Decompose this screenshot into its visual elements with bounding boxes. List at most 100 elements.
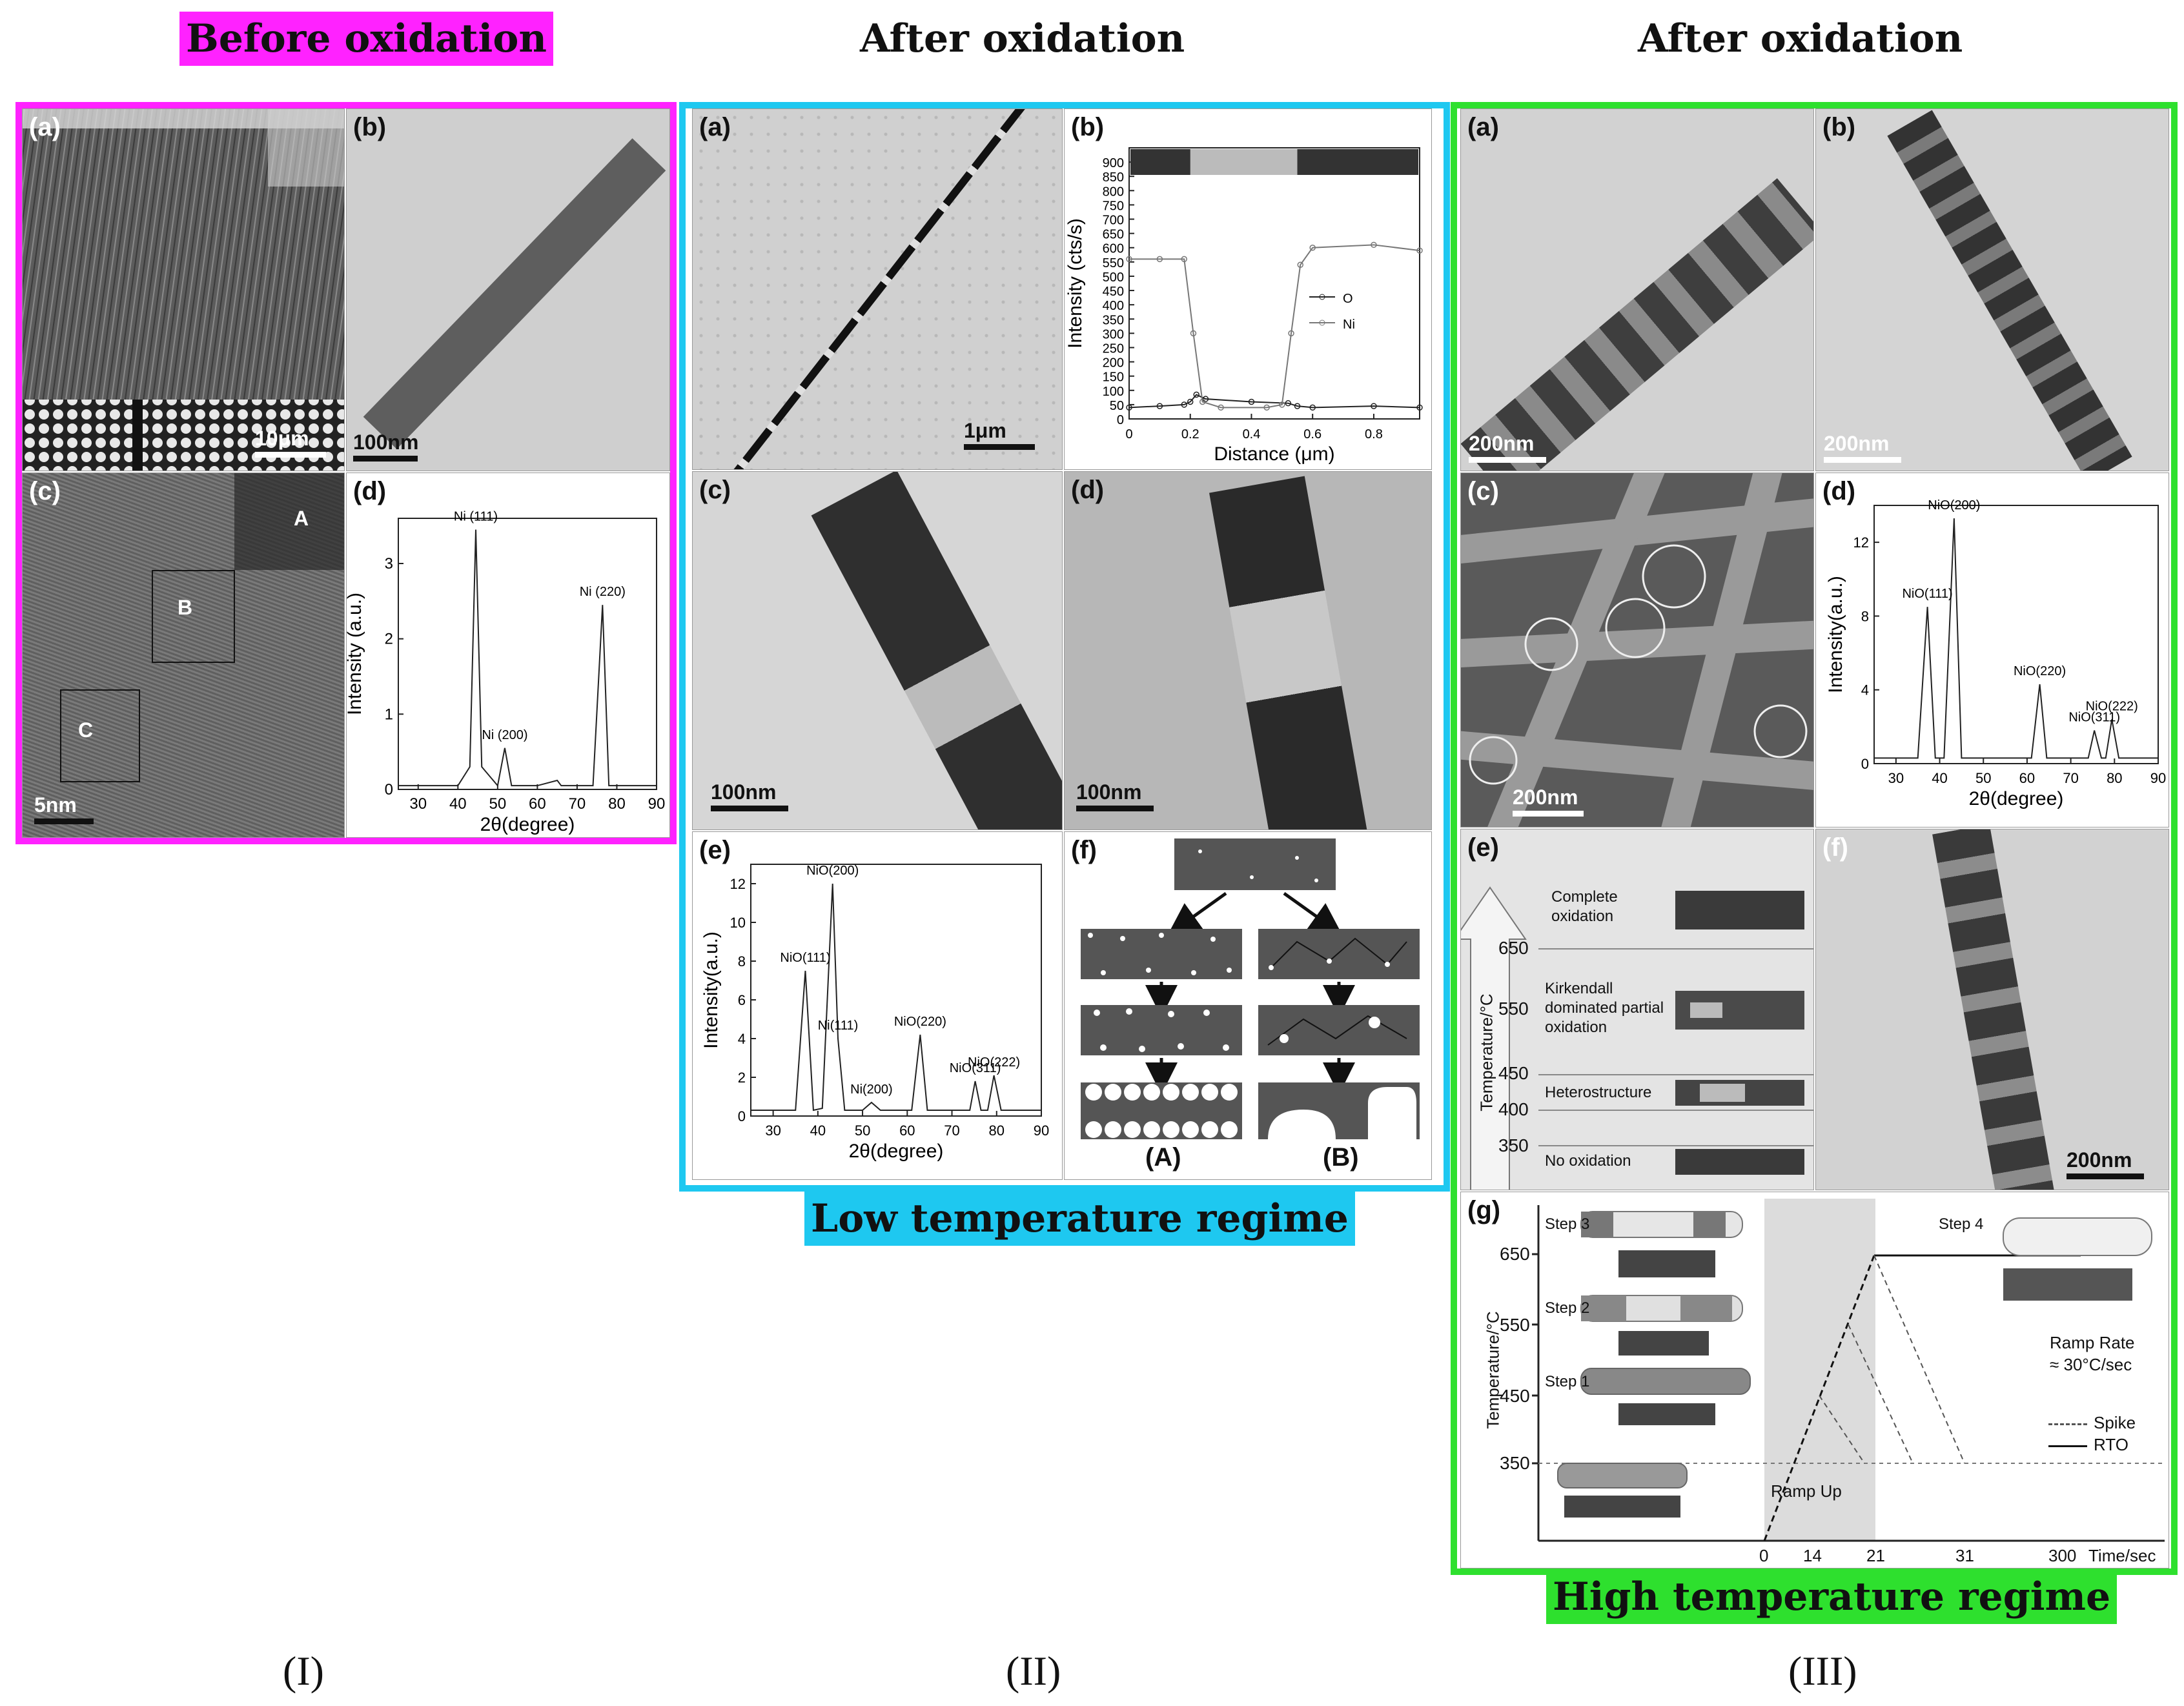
- x-axis-label: 2θ(degree): [480, 814, 575, 835]
- y-tick-label: 0: [1861, 756, 1869, 772]
- eds-map-gap: [1190, 149, 1298, 175]
- y-tick-label: 12: [1853, 534, 1869, 551]
- x-tick-label: 70: [569, 795, 586, 813]
- panel-I-a-sem-nanowire-array: (a) 10μm: [22, 108, 345, 471]
- ramp-rate-value: ≈ 30°C/sec: [2050, 1355, 2132, 1374]
- y-tick-label: 12: [730, 876, 746, 892]
- profile-y-label: Temperature/°C: [1483, 1311, 1503, 1429]
- y-tick-label: 450: [1103, 285, 1124, 299]
- series-line-1: [1129, 244, 1420, 409]
- peak-label: Ni (200): [482, 728, 527, 742]
- panel-II-a-label: (a): [699, 113, 731, 141]
- legend-spike-line: [2048, 1423, 2087, 1425]
- scalebar-200nm-f: 200nm: [2067, 1148, 2144, 1179]
- panel-III-f-label: (f): [1822, 833, 1848, 862]
- x-tick-label: 90: [1034, 1122, 1049, 1139]
- series-point-0: [1156, 403, 1163, 409]
- y-axis-label: Intensity (cts/s): [1065, 218, 1086, 349]
- peak-label: NiO(311): [950, 1061, 1001, 1075]
- regime-tick-450: 450: [1498, 1063, 1529, 1083]
- profile-xtick-0: 0: [1759, 1546, 1769, 1565]
- y-tick-label: 0: [738, 1108, 746, 1124]
- panel-III-g-anneal-profile: (g) Temperature/°C 650 550 450 350 0 14 …: [1460, 1192, 2169, 1569]
- series-point-0: [1187, 398, 1194, 405]
- panel-II-c-label: (c): [699, 476, 731, 504]
- step-2-label: Step 2: [1545, 1299, 1590, 1317]
- series-point-0: [1309, 404, 1316, 411]
- panel-III-b-label: (b): [1822, 113, 1856, 141]
- dark-corner: [234, 473, 344, 570]
- x-tick-label: 0.8: [1365, 427, 1383, 442]
- y-tick-label: 8: [1861, 608, 1869, 624]
- temperature-arrow: [1461, 886, 1813, 1190]
- y-tick-label: 650: [1103, 228, 1124, 242]
- y-tick-label: 8: [738, 953, 746, 970]
- x-tick-label: 60: [2019, 770, 2035, 786]
- zone-kirkendall: Kirkendall dominated partial oxidation: [1545, 980, 1664, 1036]
- wire-segment-c: [811, 472, 1062, 829]
- series-point-1: [1126, 256, 1132, 263]
- sem-array-texture: [23, 109, 344, 471]
- x-tick-label: 80: [989, 1122, 1005, 1139]
- oxidized-wire-a: [1461, 178, 1813, 471]
- marker-b: B: [178, 596, 193, 619]
- x-tick-label: 50: [1975, 770, 1991, 786]
- x-tick-label: 40: [1932, 770, 1947, 786]
- y-tick-label: 400: [1103, 299, 1124, 313]
- x-tick-label: 30: [765, 1122, 781, 1139]
- panel-I-d-label: (d): [353, 477, 387, 505]
- y-tick-label: 700: [1103, 214, 1124, 228]
- peak-label: NiO(111): [780, 951, 830, 965]
- regime-tick-400: 400: [1498, 1099, 1529, 1119]
- regime-y-label: Temperature/°C: [1476, 993, 1496, 1112]
- x-tick-label: 50: [489, 795, 506, 813]
- x-tick-label: 60: [529, 795, 546, 813]
- profile-xtick-21: 21: [1866, 1546, 1885, 1565]
- series-line-0: [751, 883, 1041, 1112]
- series-point-0: [1294, 403, 1301, 409]
- x-axis-label: Distance (μm): [1214, 443, 1334, 465]
- y-tick-label: 300: [1103, 327, 1124, 341]
- x-tick-label: 70: [944, 1122, 959, 1139]
- profile-xtick-300: 300: [2048, 1546, 2077, 1565]
- panel-II-b-label: (b): [1071, 113, 1105, 141]
- y-tick-label: 1: [385, 706, 393, 723]
- x-tick-label: 30: [409, 795, 427, 813]
- header-before-oxidation: Before oxidation: [179, 12, 553, 66]
- regime-low-label: Low temperature regime: [804, 1192, 1355, 1246]
- y-tick-label: 250: [1103, 341, 1124, 356]
- x-tick-label: 70: [2063, 770, 2078, 786]
- peak-label: NiO(200): [1928, 498, 1980, 513]
- y-tick-label: 500: [1103, 270, 1124, 285]
- y-tick-label: 150: [1103, 371, 1124, 385]
- profile-ytick-550: 550: [1500, 1315, 1530, 1335]
- series-point-1: [1156, 256, 1163, 263]
- panel-II-f-schematic: (f) (A) (B): [1064, 831, 1432, 1180]
- panel-II-e-label: (e): [699, 836, 731, 864]
- y-axis-label: Intensity (a.u.): [347, 593, 365, 715]
- y-tick-label: 850: [1103, 170, 1124, 185]
- series-point-1: [1190, 330, 1197, 337]
- panel-II-c-tem-segment: (c) 100nm: [692, 471, 1063, 830]
- series-line-0: [1874, 518, 2158, 759]
- y-tick-label: 10: [730, 915, 746, 931]
- regime-tick-350: 350: [1498, 1135, 1529, 1155]
- column-label-iii: (III): [1788, 1648, 1857, 1694]
- panel-III-c-label: (c): [1467, 477, 1499, 505]
- oxidized-wire-b: [1887, 110, 2132, 471]
- x-tick-label: 30: [1888, 770, 1904, 786]
- series-point-1: [1309, 244, 1316, 251]
- legend-text: Ni: [1343, 318, 1355, 332]
- scalebar-100nm: 100nm: [353, 431, 418, 462]
- profile-xtick-14: 14: [1803, 1546, 1822, 1565]
- anneal-profile-chart: [1532, 1199, 2165, 1542]
- peak-label: NiO(222): [2086, 699, 2138, 713]
- y-tick-label: 350: [1103, 313, 1124, 327]
- series-point-1: [1371, 241, 1377, 249]
- peak-label: NiO(220): [894, 1015, 946, 1029]
- y-tick-label: 750: [1103, 199, 1124, 213]
- y-tick-label: 6: [738, 992, 746, 1008]
- series-point-0: [1248, 398, 1255, 405]
- y-tick-label: 800: [1103, 185, 1124, 199]
